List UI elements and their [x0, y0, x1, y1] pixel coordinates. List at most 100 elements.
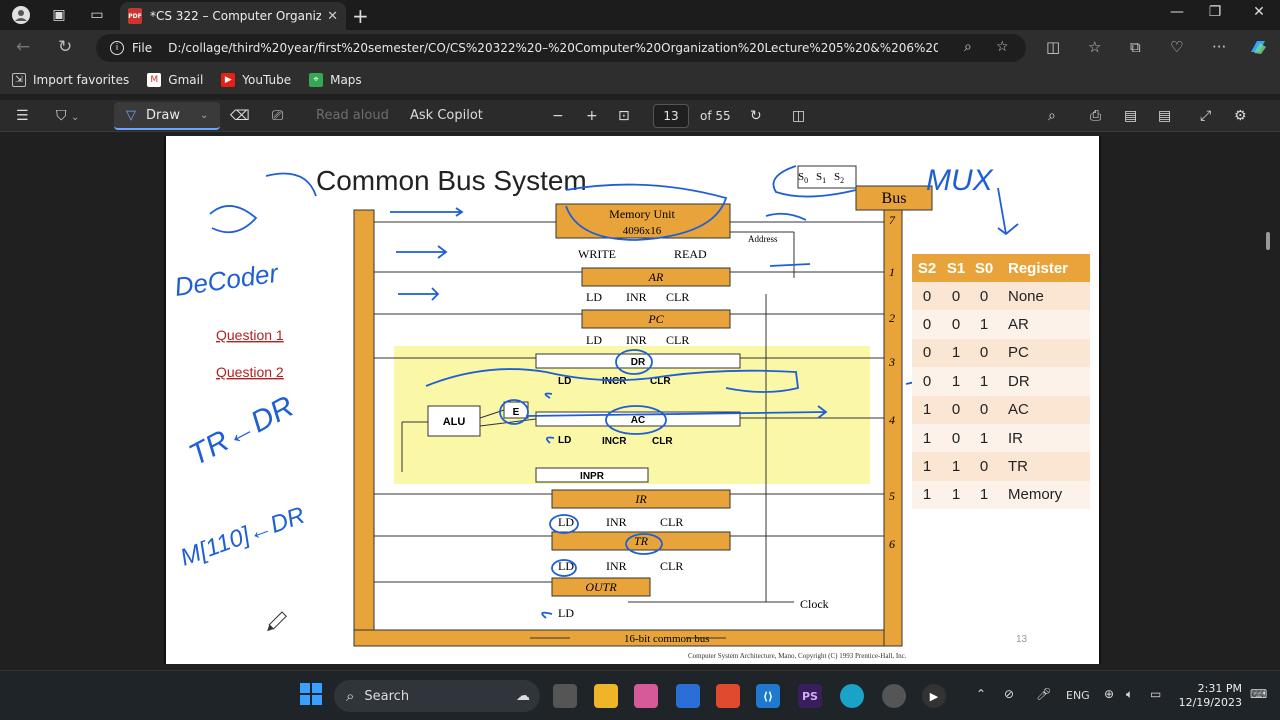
cell-register: Memory [1008, 486, 1063, 504]
cell-select-bit: 1 [922, 486, 932, 504]
more-icon[interactable]: ··· [1212, 38, 1227, 56]
file-explorer-icon[interactable] [594, 684, 618, 708]
cell-register: TR [1008, 458, 1028, 476]
rotate-icon[interactable]: ↻ [750, 108, 762, 124]
save-as-icon[interactable]: ▤ [1158, 108, 1172, 124]
ar-inr: INR [626, 290, 647, 304]
zoom-icon[interactable]: ⌕ [964, 39, 972, 55]
taskbar-search[interactable]: ⌕ Search ☁ [334, 680, 540, 712]
pc-inr: INR [626, 333, 647, 347]
cell-register: IR [1008, 429, 1023, 447]
read-aloud-button[interactable]: Read aloud [316, 108, 389, 123]
collections-icon[interactable]: ⧉ [1130, 38, 1141, 56]
profile-icon[interactable] [10, 4, 32, 26]
workspaces-icon[interactable]: ▣ [52, 7, 66, 23]
minimize-icon[interactable]: — [1170, 4, 1184, 20]
snipping-tool-icon[interactable] [634, 684, 658, 708]
cell-select-bit: 1 [951, 486, 961, 504]
page-total: of 55 [700, 109, 731, 123]
favorite-maps[interactable]: ⌖Maps [309, 73, 362, 87]
tr-register [551, 531, 731, 551]
tray-chevron-icon[interactable]: ⌃ [976, 687, 987, 701]
close-tab-icon[interactable]: ✕ [327, 8, 338, 24]
ac-incr: INCR [602, 436, 627, 447]
vscode-icon[interactable]: ⟨⟩ [756, 684, 780, 708]
active-tab[interactable]: PDF *CS 322 – Computer Organizatio ✕ [120, 2, 346, 30]
address-label: Address [748, 234, 778, 244]
battery-icon[interactable]: ▭ [1150, 687, 1162, 701]
chevron-down-icon[interactable]: ⌄ [199, 109, 209, 121]
cell-select-bit: 0 [951, 401, 961, 419]
text-icon[interactable]: ⎚ [272, 108, 284, 124]
zoom-in-icon[interactable]: + [586, 108, 598, 124]
cell-register: AR [1008, 316, 1029, 334]
cell-register: DR [1008, 372, 1030, 390]
close-window-icon[interactable]: ✕ [1253, 4, 1265, 20]
info-icon[interactable]: i [110, 41, 124, 55]
favorites-icon[interactable]: ☆ [1088, 38, 1102, 56]
url-text: D:/collage/third%20year/first%20semester… [168, 41, 939, 55]
scrollbar[interactable] [1266, 232, 1270, 250]
start-icon[interactable] [300, 683, 322, 705]
page-number-input[interactable]: 13 [653, 104, 689, 128]
store-icon[interactable] [676, 684, 700, 708]
chrome-icon[interactable] [882, 684, 906, 708]
url-field[interactable]: i File D:/collage/third%20year/first%20s… [96, 34, 1026, 62]
new-tab-icon[interactable]: + [352, 4, 369, 28]
task-view-icon[interactable] [553, 684, 577, 708]
notifications-icon[interactable]: ⌨ [1250, 687, 1268, 701]
ask-copilot-button[interactable]: Ask Copilot [410, 108, 483, 123]
common-bus-diagram: Bus S0 S1 S2 Common Bus System Memory Un… [173, 164, 1085, 660]
media-player-icon[interactable]: ▶ [922, 684, 946, 708]
read-label: READ [674, 247, 707, 261]
fullscreen-icon[interactable]: ⤢ [1200, 108, 1212, 124]
refresh-icon[interactable]: ↻ [58, 37, 73, 57]
print-icon[interactable]: ⎙ [1090, 108, 1102, 124]
contents-icon[interactable]: ☰ [16, 108, 29, 124]
copilot-icon[interactable] [1248, 38, 1268, 60]
fit-page-icon[interactable]: ⊡ [618, 108, 630, 124]
search-icon[interactable]: ⌕ [1048, 108, 1056, 124]
question-1-link[interactable]: Question 1 [216, 327, 284, 343]
favorite-import[interactable]: ⇲Import favorites [12, 73, 129, 87]
favorite-youtube[interactable]: ▶YouTube [221, 73, 291, 87]
tab-title: *CS 322 – Computer Organizatio [150, 9, 322, 23]
volume-icon[interactable]: 🔈︎ [1126, 687, 1134, 701]
photoshop-icon[interactable]: PS [798, 684, 822, 708]
erase-icon[interactable]: ⌫ [230, 108, 250, 124]
copyright-text: Computer System Architecture, Mano, Copy… [688, 652, 907, 660]
url-scheme: File [132, 41, 153, 55]
office-icon[interactable] [716, 684, 740, 708]
ir-ld: LD [558, 515, 574, 529]
language-indicator[interactable]: ENG [1066, 689, 1090, 702]
ar-register [581, 267, 731, 287]
maps-icon: ⌖ [309, 73, 324, 87]
mic-icon[interactable]: 🎤︎ [1036, 687, 1052, 701]
draw-button[interactable]: ▽Draw⌄ [114, 102, 220, 130]
edge-icon[interactable] [840, 684, 864, 708]
network-off-icon[interactable]: ⊘ [1004, 687, 1015, 701]
cell-select-bit: 0 [922, 316, 932, 334]
settings-icon[interactable]: ⚙ [1234, 108, 1247, 124]
favorite-star-icon[interactable]: ☆ [996, 39, 1009, 55]
maximize-icon[interactable]: ❐ [1208, 4, 1222, 20]
system-clock[interactable]: 2:31 PM 12/19/2023 [1178, 682, 1242, 710]
header-s1: S1 [946, 259, 966, 277]
wifi-icon[interactable]: ⊕ [1104, 687, 1115, 701]
save-icon[interactable]: ▤ [1124, 108, 1138, 124]
clock-label: Clock [800, 597, 829, 611]
split-screen-icon[interactable]: ◫ [1046, 38, 1061, 56]
dr-ld: LD [558, 376, 571, 387]
page-view-icon[interactable]: ◫ [792, 108, 806, 124]
question-2-link[interactable]: Question 2 [216, 364, 284, 380]
tab-actions-icon[interactable]: ▭ [90, 7, 104, 23]
back-icon[interactable]: ← [16, 37, 31, 57]
highlight-icon[interactable]: ⛉ ⌄ [56, 108, 80, 124]
health-icon[interactable]: ♡ [1170, 38, 1184, 56]
zoom-out-icon[interactable]: − [552, 108, 564, 124]
cell-select-bit: 0 [979, 287, 989, 305]
